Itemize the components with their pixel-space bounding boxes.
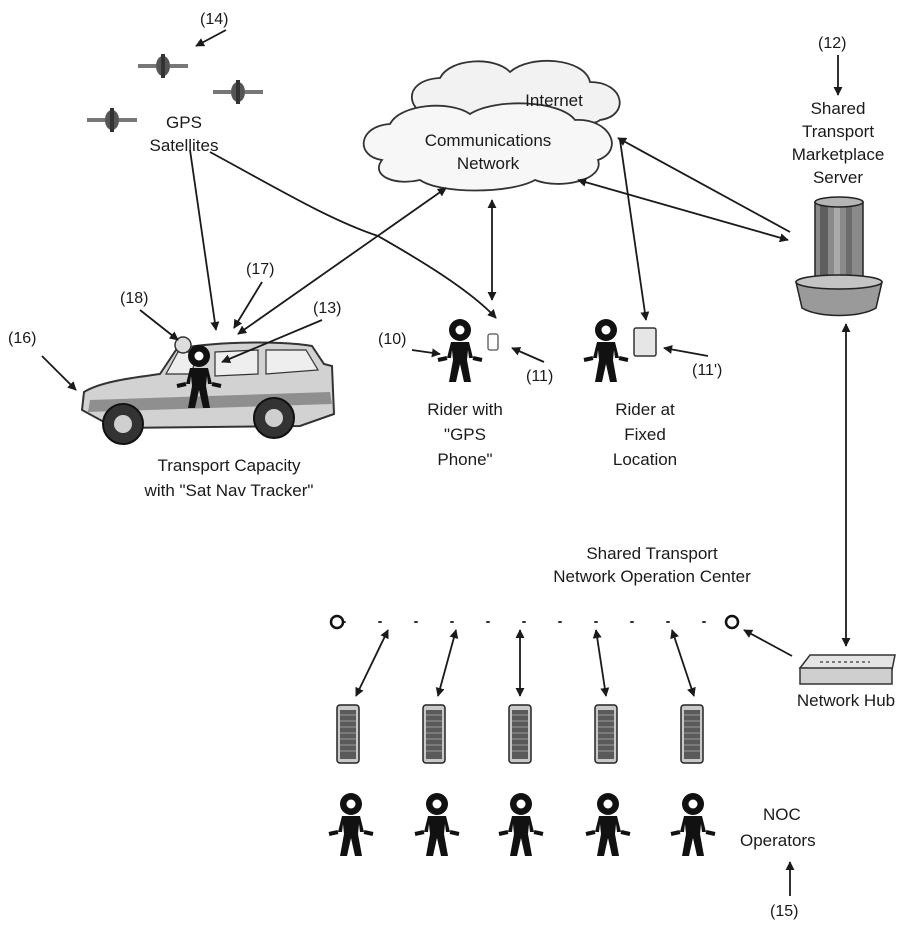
noc-operators-label-2: Operators <box>740 831 816 850</box>
communications-network-label-1: Communications <box>425 131 552 150</box>
rider-gps-label-1: Rider with <box>427 400 503 419</box>
ref-12: (12) <box>818 35 846 52</box>
internet-label: Internet <box>525 91 583 110</box>
ref-14: (14) <box>200 11 228 28</box>
arrow-11 <box>511 347 545 363</box>
noc-label-1: Shared Transport <box>586 544 718 563</box>
bus-terminator-left <box>329 614 345 630</box>
noc-workstation-icon <box>336 704 704 764</box>
rider-fixed-label-3: Location <box>613 450 677 469</box>
arrow-16 <box>41 355 77 391</box>
noc-operators-label-1: NOC <box>763 805 801 824</box>
arrow-14 <box>195 29 227 47</box>
ref-11: (11) <box>526 368 553 385</box>
ref-10: (10) <box>378 331 406 348</box>
cloud-icon <box>362 60 621 192</box>
server-label-1: Shared <box>811 99 866 118</box>
noc-bus-links <box>355 629 696 697</box>
arrow-11-prime <box>663 345 709 357</box>
ref-17: (17) <box>246 261 274 278</box>
arrow-hub-bus <box>743 629 793 657</box>
server-label-2: Transport <box>802 122 874 141</box>
link-network-server <box>577 177 789 243</box>
rider-gps-label-2: "GPS <box>444 425 486 444</box>
gps-satellites-label-2: Satellites <box>150 136 219 155</box>
ref-11-prime: (11') <box>692 362 722 379</box>
network-hub-label: Network Hub <box>797 691 895 710</box>
arrow-10 <box>411 348 441 358</box>
link-network-terminal <box>619 139 650 321</box>
communications-network-label-2: Network <box>457 154 520 173</box>
transport-capacity-label-2: with "Sat Nav Tracker" <box>144 481 314 500</box>
link-internet-server <box>617 137 791 233</box>
ref-13: (13) <box>313 300 341 317</box>
rider-fixed-label-2: Fixed <box>624 425 666 444</box>
arrow-18 <box>139 309 179 341</box>
ref-16: (16) <box>8 330 36 347</box>
server-icon <box>795 196 883 317</box>
ref-15: (15) <box>770 903 798 920</box>
gps-satellites-label-1: GPS <box>166 113 202 132</box>
rider-fixed-person-icon <box>582 317 630 384</box>
fixed-terminal-icon <box>633 327 657 357</box>
tracker-antenna-icon <box>174 336 192 354</box>
link-car-network <box>237 187 447 335</box>
server-label-3: Marketplace <box>792 145 885 164</box>
rider-fixed-label-1: Rider at <box>615 400 675 419</box>
gps-phone-icon <box>487 333 499 351</box>
rider-gps-phone-person-icon <box>436 317 484 384</box>
rider-gps-label-3: Phone" <box>437 450 492 469</box>
noc-operator-person-icon <box>327 791 717 858</box>
bus-terminator-right <box>724 614 740 630</box>
signal-sat-to-car <box>189 149 220 331</box>
noc-label-2: Network Operation Center <box>553 567 751 586</box>
transport-capacity-label-1: Transport Capacity <box>158 456 301 475</box>
network-hub-icon <box>798 654 896 685</box>
server-label-4: Server <box>813 168 863 187</box>
ref-18: (18) <box>120 290 148 307</box>
